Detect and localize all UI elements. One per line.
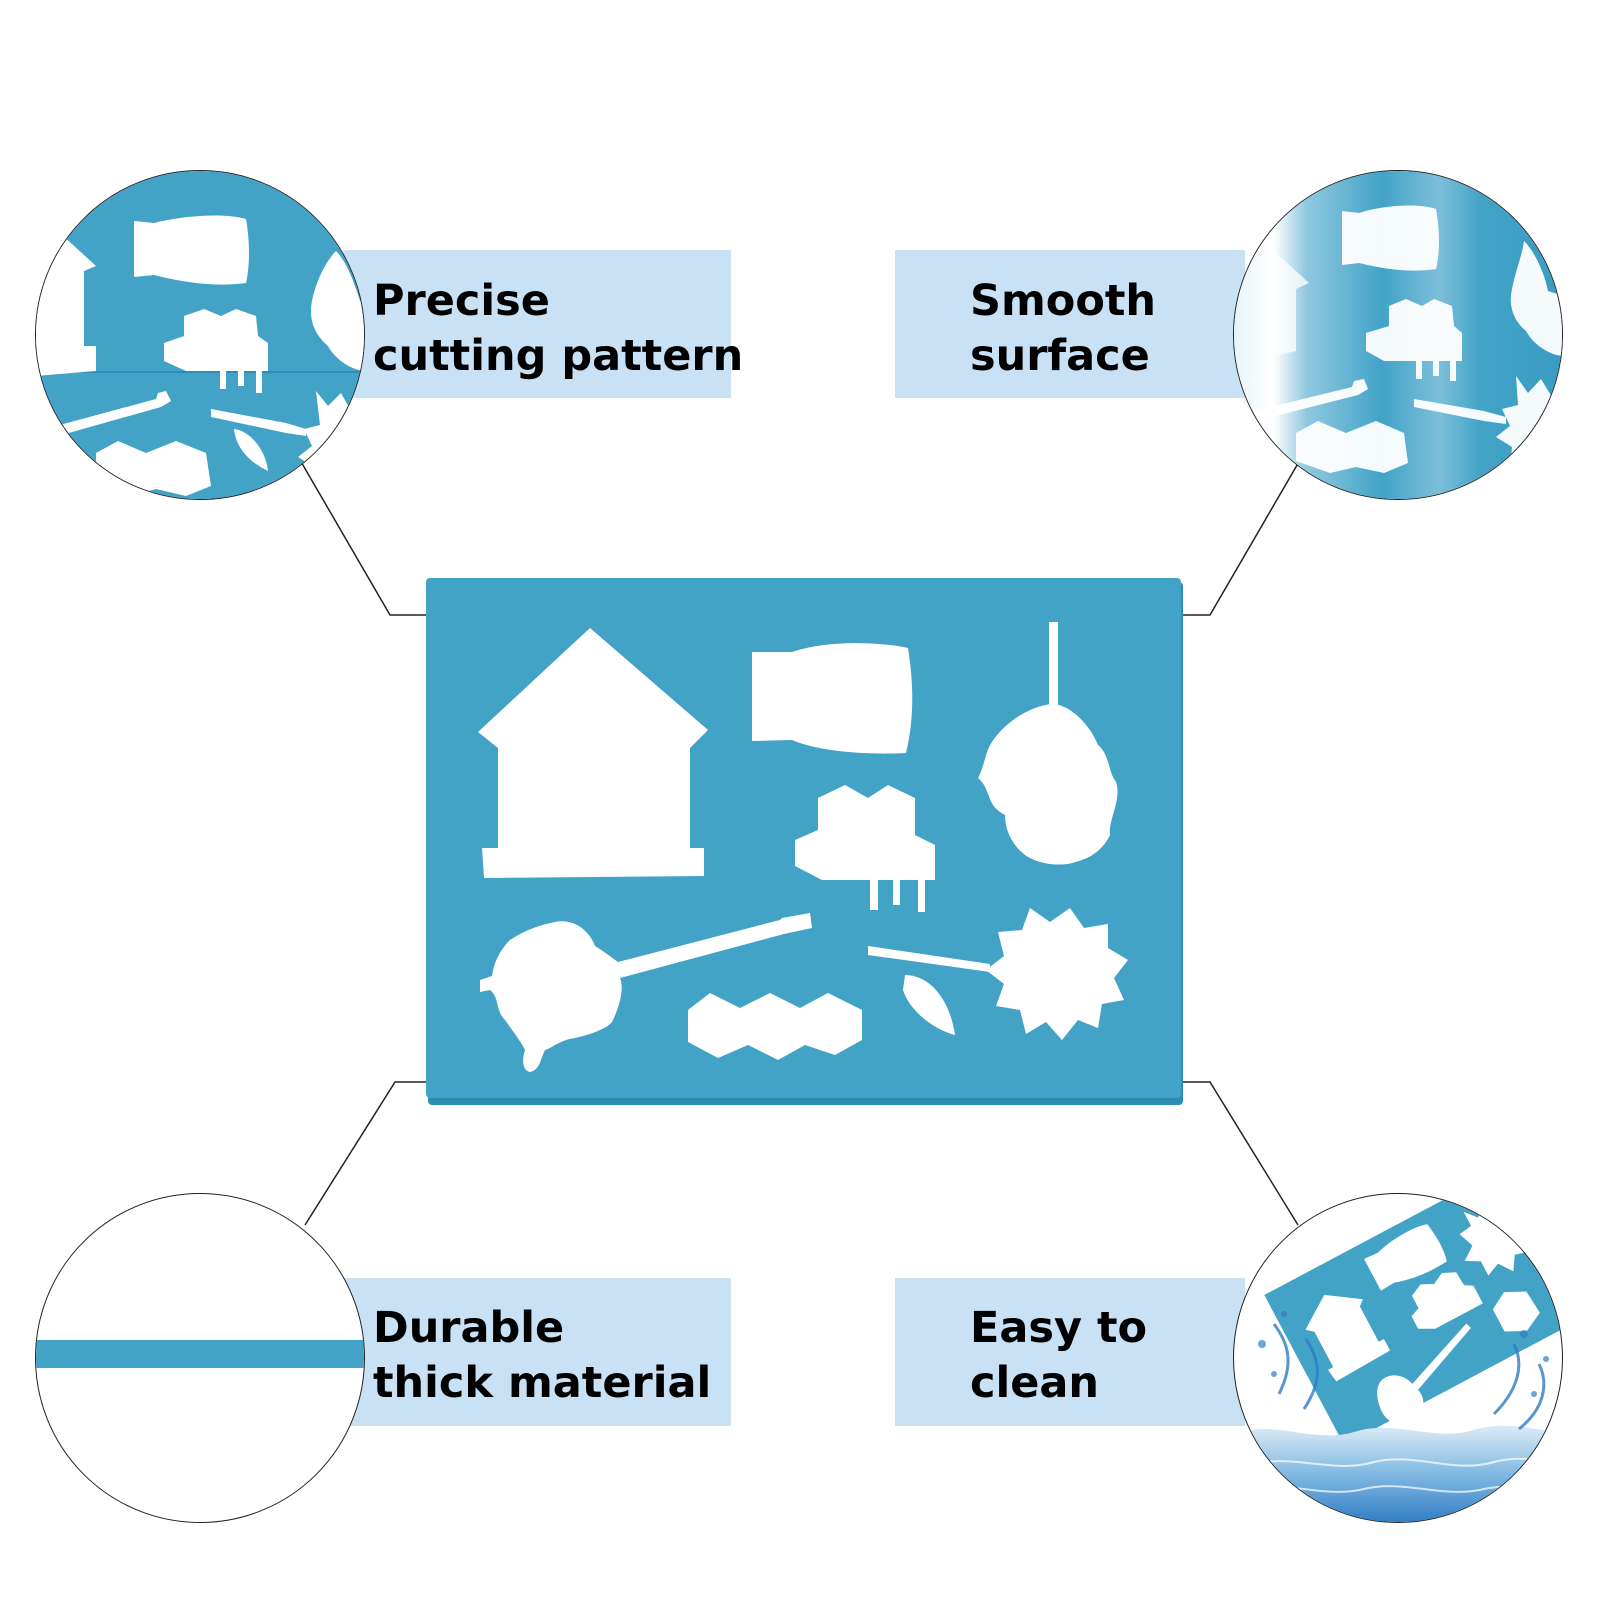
feature-line-2: thick material (373, 1358, 712, 1408)
zoom-circle-clean (1233, 1193, 1563, 1523)
feature-line-1: Easy to (970, 1303, 1148, 1353)
feature-box-precise (343, 250, 731, 398)
house-shape (478, 628, 708, 878)
feature-label-smooth: Smooth surface (970, 274, 1156, 384)
feature-line-1: Smooth (970, 276, 1157, 326)
zoom-circle-smooth (1233, 170, 1563, 500)
honeycomb-cells-shape (688, 993, 862, 1060)
feature-line-1: Durable (373, 1303, 565, 1353)
feature-line-2: clean (970, 1358, 1100, 1408)
feature-label-clean: Easy to clean (970, 1301, 1147, 1411)
feature-box-durable (343, 1278, 731, 1426)
leaf-shape (903, 975, 955, 1035)
zoom-circle-durable (35, 1193, 365, 1523)
feature-line-2: surface (970, 331, 1150, 381)
feature-label-durable: Durable thick material (373, 1301, 711, 1411)
zoom-circle-precise (35, 170, 365, 500)
material-edge (36, 1340, 364, 1368)
jar-shape (752, 643, 913, 754)
feature-box-clean (895, 1278, 1245, 1426)
sunflower-shape (986, 908, 1128, 1040)
flower-stem (868, 946, 990, 972)
honey-dipper-shape (480, 913, 812, 1072)
honeycomb-shape (795, 785, 935, 912)
beehive-shape (978, 704, 1118, 865)
feature-line-2: cutting pattern (373, 331, 744, 381)
feature-line-1: Precise (373, 276, 550, 326)
feature-box-smooth (895, 250, 1245, 398)
beehive-stick (1049, 622, 1058, 712)
feature-label-precise: Precise cutting pattern (373, 274, 743, 384)
